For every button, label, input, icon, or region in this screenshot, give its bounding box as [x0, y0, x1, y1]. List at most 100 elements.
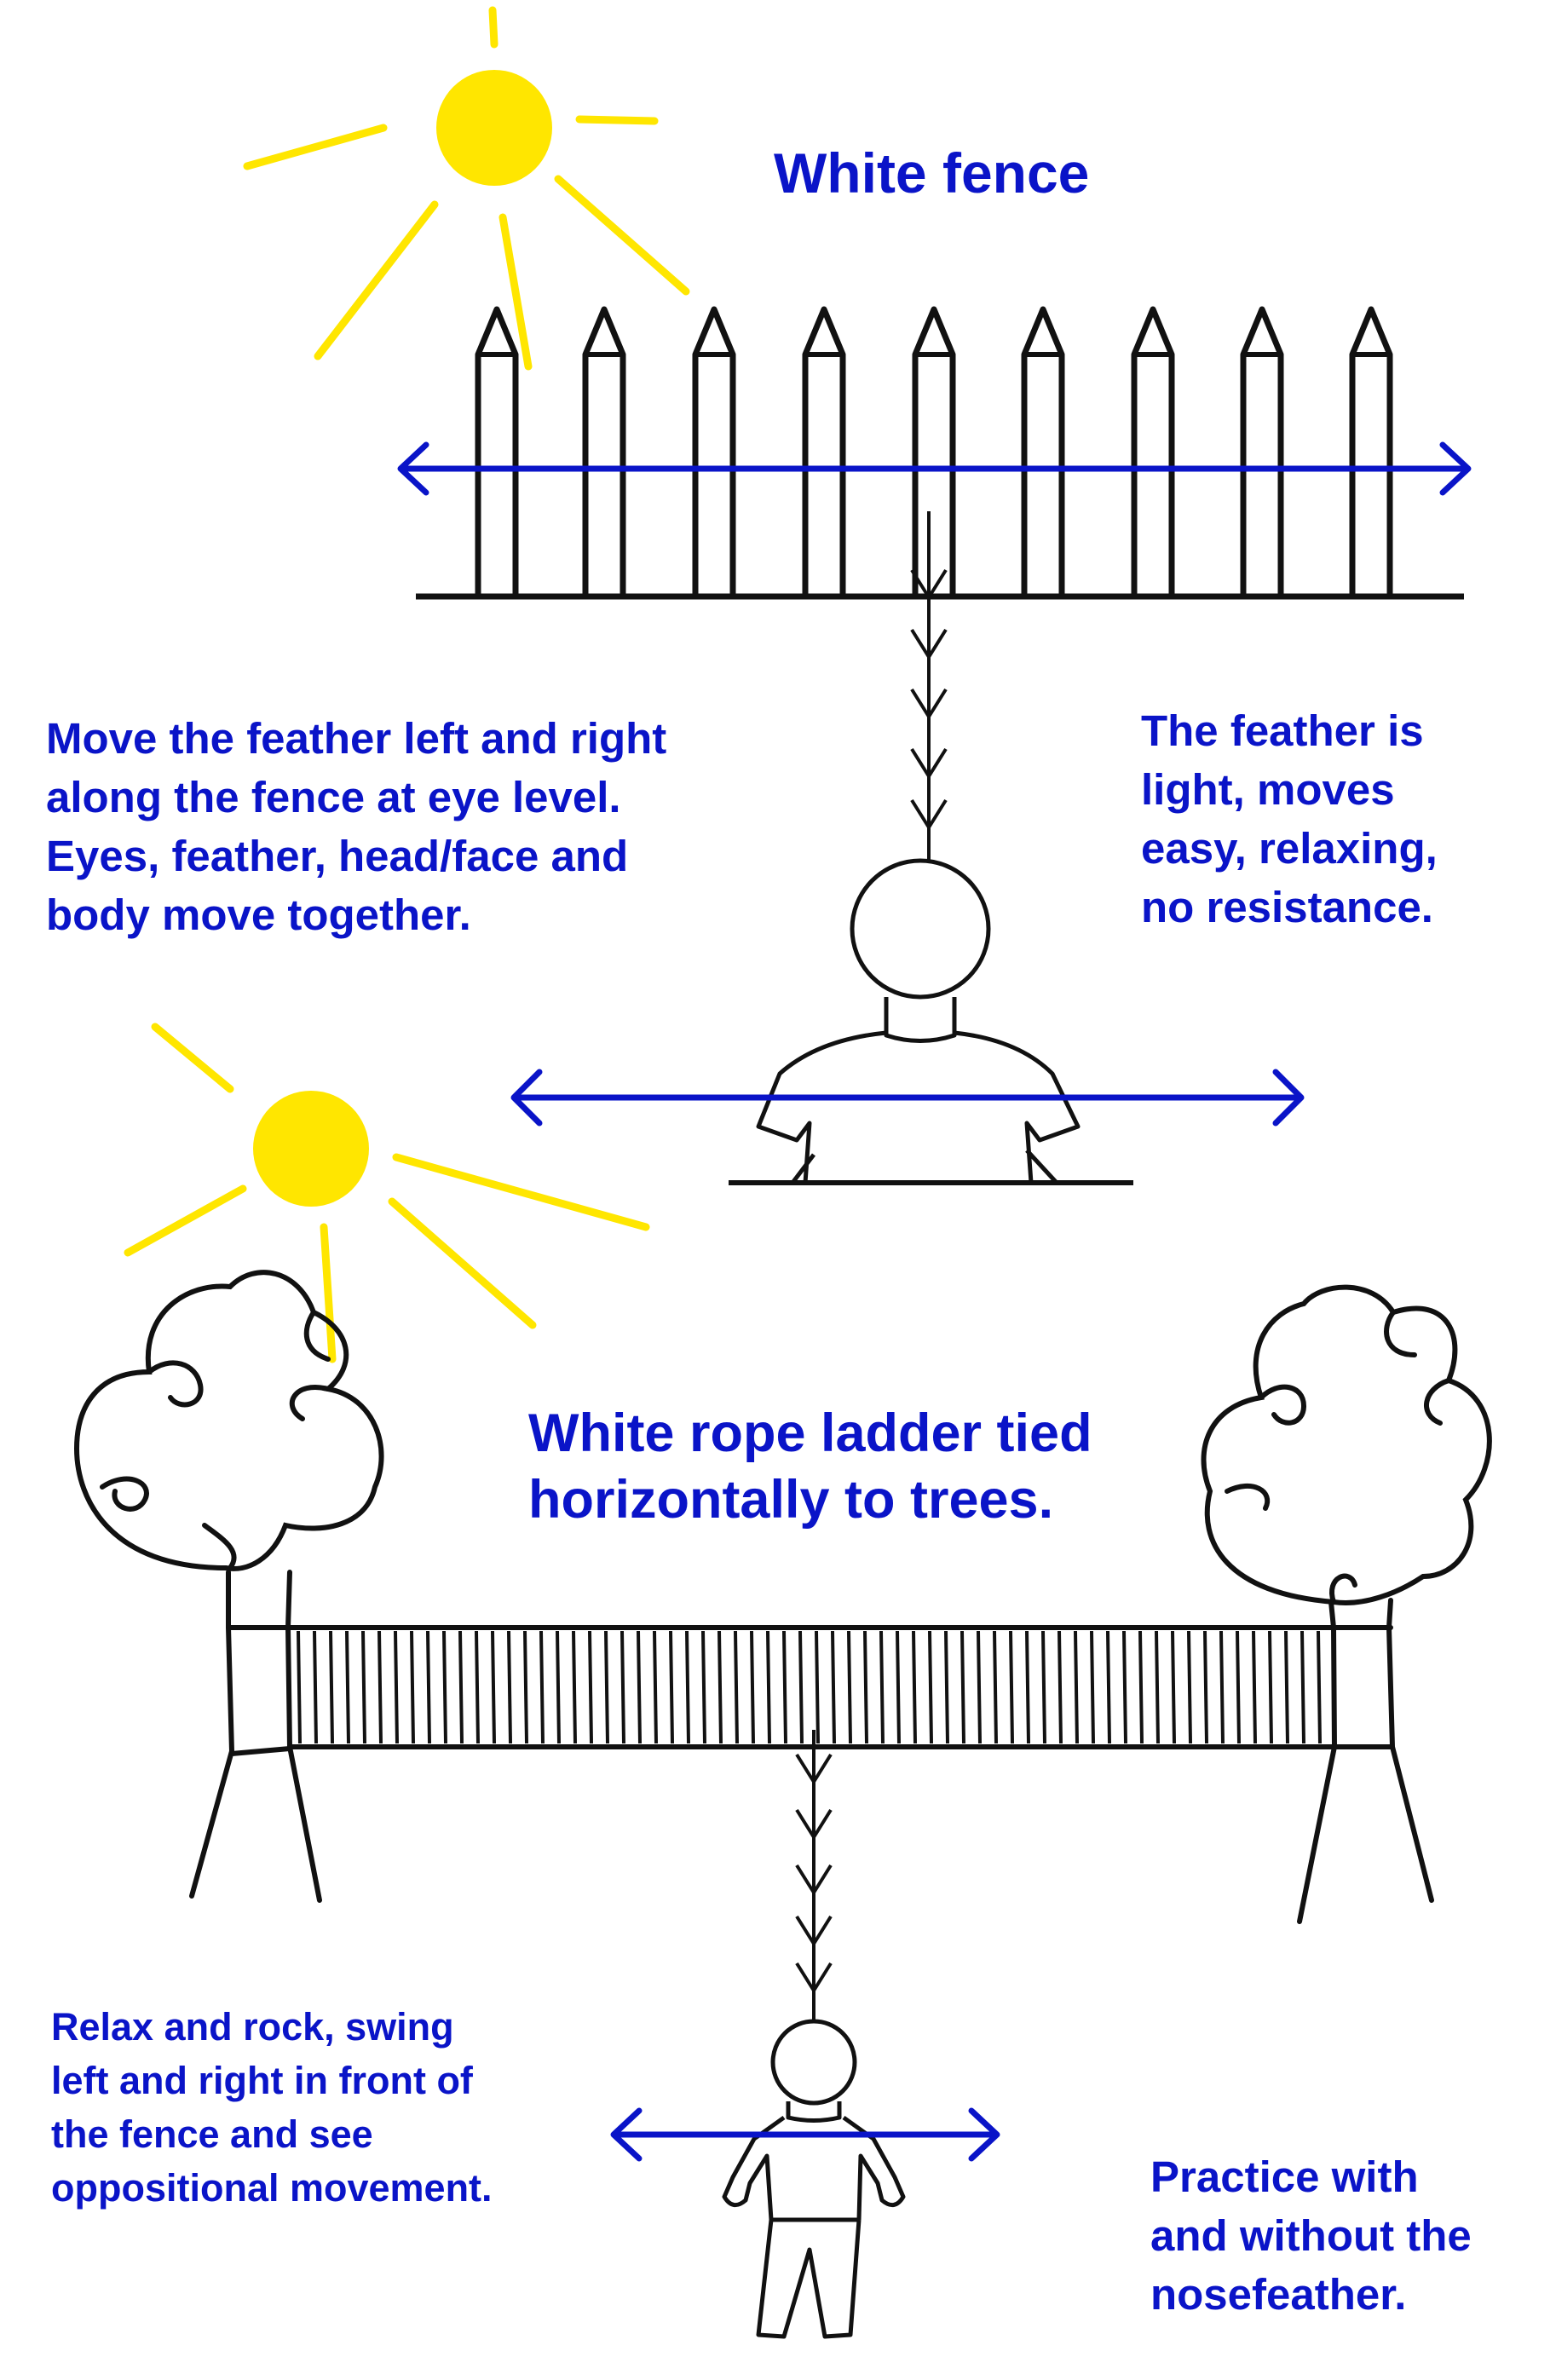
sun-icon	[243, 6, 690, 371]
ladder-rung	[1155, 1630, 1160, 1744]
ladder-rung	[669, 1630, 674, 1744]
ladder-rung	[475, 1630, 480, 1744]
double-arrow-icon	[610, 2107, 1000, 2162]
rope-ladder	[288, 1625, 1334, 1749]
ladder-rung	[1122, 1630, 1127, 1744]
note-move-feather: Move the feather left and right along th…	[46, 709, 666, 944]
ladder-rung	[798, 1630, 804, 1744]
ladder-rung	[782, 1630, 787, 1744]
ladder-rung	[944, 1630, 949, 1744]
ladder-rung	[410, 1630, 415, 1744]
note-line: left and right in front of	[51, 2059, 473, 2102]
ladder-rung	[1090, 1630, 1095, 1744]
note-line: body move together.	[46, 890, 471, 939]
ladder-rung	[701, 1630, 706, 1744]
note-line: Relax and rock, swing	[51, 2005, 454, 2049]
ladder-rung	[394, 1630, 399, 1744]
note-line: horizontally to trees.	[528, 1470, 1054, 1530]
note-line: The feather is	[1141, 706, 1424, 755]
ladder-rung	[1171, 1630, 1176, 1744]
ladder-rung	[1009, 1630, 1014, 1744]
note-feather-light: The feather is light, moves easy, relaxi…	[1141, 701, 1438, 936]
note-line: along the fence at eye level.	[46, 773, 621, 821]
ladder-rung	[1138, 1630, 1144, 1744]
ladder-rung	[653, 1630, 658, 1744]
ladder-rung	[1317, 1630, 1322, 1744]
note-line: Move the feather left and right	[46, 714, 667, 763]
note-line: nosefeather.	[1150, 2270, 1407, 2319]
ladder-rung	[912, 1630, 917, 1744]
note-line: no resistance.	[1141, 883, 1433, 931]
ladder-rung	[491, 1630, 496, 1744]
ladder-rung	[1268, 1630, 1273, 1744]
ladder-rung	[1187, 1630, 1192, 1744]
ladder-rung	[1106, 1630, 1111, 1744]
ladder-rung	[1284, 1630, 1289, 1744]
note-line: Practice with	[1150, 2152, 1419, 2201]
ladder-rung	[1041, 1630, 1046, 1744]
ladder-rung	[815, 1630, 820, 1744]
ladder-rung	[539, 1630, 545, 1744]
ladder-rung	[993, 1630, 998, 1744]
feather-icon	[795, 1730, 833, 2020]
ladder-rung	[1025, 1630, 1030, 1744]
ladder-rung	[1252, 1630, 1257, 1744]
feather-icon	[910, 511, 948, 861]
note-line: Eyes, feather, head/face and	[46, 832, 629, 880]
ladder-rung	[329, 1630, 334, 1744]
tree-right	[1201, 1284, 1492, 1924]
ladder-rung	[977, 1630, 982, 1744]
note-line: the fence and see	[51, 2112, 373, 2156]
ladder-rung	[620, 1630, 625, 1744]
ladder-rung	[361, 1630, 366, 1744]
person-viewer	[729, 858, 1133, 1185]
ladder-rung	[556, 1630, 561, 1744]
ladder-rung	[685, 1630, 690, 1744]
ladder-rung	[377, 1630, 383, 1744]
note-line: oppositional movement.	[51, 2166, 493, 2210]
ladder-rung	[960, 1630, 965, 1744]
ladder-rung	[1236, 1630, 1241, 1744]
ladder-rung	[879, 1630, 885, 1744]
note-line: and without the	[1150, 2211, 1472, 2260]
note-line: White rope ladder tied	[528, 1403, 1092, 1463]
ladder-rung	[847, 1630, 852, 1744]
ladder-rung	[717, 1630, 723, 1744]
ladder-rung	[831, 1630, 836, 1744]
ladder-rung	[896, 1630, 901, 1744]
person-standing	[722, 2019, 906, 2339]
ladder-rung	[1203, 1630, 1208, 1744]
ladder-rung	[766, 1630, 771, 1744]
note-rope-ladder: White rope ladder tied horizontally to t…	[528, 1400, 1092, 1533]
ladder-rung	[928, 1630, 933, 1744]
ladder-rung	[750, 1630, 755, 1744]
ladder-rung	[637, 1630, 642, 1744]
sun-icon	[124, 1023, 650, 1363]
ladder-rung	[588, 1630, 593, 1744]
double-arrow-icon	[510, 1069, 1305, 1127]
ladder-rung	[507, 1630, 512, 1744]
note-practice: Practice with and without the nosefeathe…	[1150, 2147, 1472, 2324]
ladder-rung	[313, 1630, 318, 1744]
ladder-rung	[458, 1630, 464, 1744]
ladder-rung	[572, 1630, 577, 1744]
white-fence	[416, 309, 1464, 600]
ladder-rung	[426, 1630, 431, 1744]
ladder-rung	[1300, 1630, 1305, 1744]
ladder-rung	[1219, 1630, 1225, 1744]
note-relax-rock: Relax and rock, swing left and right in …	[51, 2000, 493, 2215]
double-arrow-icon	[397, 441, 1472, 496]
ladder-rung	[734, 1630, 739, 1744]
ladder-rung	[1074, 1630, 1079, 1744]
ladder-rung	[863, 1630, 868, 1744]
tree-left	[73, 1270, 384, 1903]
note-line: light, moves	[1141, 765, 1395, 814]
page-title: White fence	[774, 141, 1090, 205]
ladder-rung	[345, 1630, 350, 1744]
note-line: easy, relaxing,	[1141, 824, 1438, 873]
ladder-rung	[442, 1630, 447, 1744]
ladder-rung	[604, 1630, 609, 1744]
ladder-rung	[297, 1630, 302, 1744]
